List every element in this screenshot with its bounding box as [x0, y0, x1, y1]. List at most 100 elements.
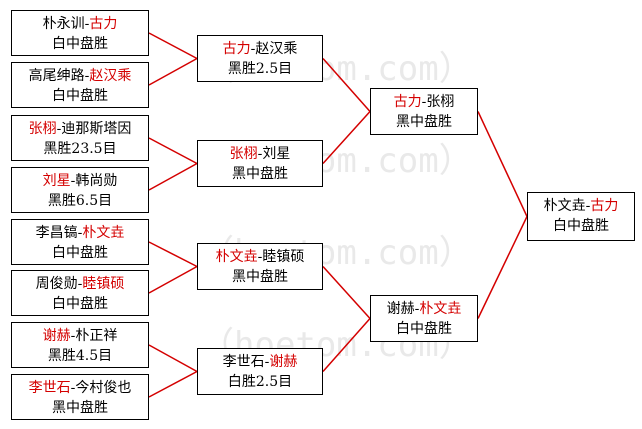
- player-name: 高尾绅路: [28, 68, 85, 84]
- match-box-r1m6: 周俊勋-睦镇硕白中盘胜: [11, 270, 149, 316]
- match-players: 李世石-谢赫: [198, 352, 322, 372]
- versus-separator: -: [84, 68, 90, 84]
- versus-separator: -: [414, 301, 420, 317]
- match-result: 黑中盘胜: [232, 269, 288, 285]
- match-players: 古力-赵汉乘: [198, 39, 322, 59]
- player-name: 朴正祥: [75, 328, 118, 344]
- versus-separator: -: [264, 354, 270, 370]
- player-name: 周俊勋: [35, 276, 78, 292]
- winner-name: 朴文垚: [419, 301, 462, 317]
- versus-separator: -: [585, 198, 591, 214]
- match-players: 朴文垚-睦镇硕: [198, 247, 322, 267]
- winner-name: 古力: [393, 94, 422, 110]
- winner-name: 张栩: [28, 121, 57, 137]
- player-name: 谢赫: [386, 301, 415, 317]
- match-box-r1m5: 李昌镐-朴文垚白中盘胜: [11, 219, 149, 265]
- match-box-r1m4: 刘星-韩尚勋黑胜6.5目: [11, 167, 149, 213]
- winner-name: 张栩: [229, 146, 258, 162]
- match-box-r1m8: 李世石-今村俊也黑中盘胜: [11, 374, 149, 420]
- versus-separator: -: [250, 41, 256, 57]
- match-players: 朴文垚-古力: [528, 196, 634, 216]
- match-players: 周俊勋-睦镇硕: [12, 274, 148, 294]
- bracket-connector-line: [148, 162, 198, 191]
- match-players: 谢赫-朴正祥: [12, 326, 148, 346]
- bracket-connector-line: [148, 370, 198, 398]
- winner-name: 古力: [89, 16, 118, 32]
- versus-separator: -: [56, 121, 62, 137]
- player-name: 今村俊也: [75, 380, 132, 396]
- versus-separator: -: [77, 276, 83, 292]
- winner-name: 睦镇硕: [82, 276, 125, 292]
- match-result: 黑胜23.5目: [43, 141, 117, 157]
- match-players: 谢赫-朴文垚: [371, 299, 477, 319]
- bracket-connector-line: [148, 137, 198, 165]
- bracket-connector-line: [148, 241, 198, 268]
- versus-separator: -: [70, 380, 76, 396]
- versus-separator: -: [257, 249, 263, 265]
- match-box-r1m3: 张栩-迪那斯塔因黑胜23.5目: [11, 115, 149, 161]
- bracket-connector-line: [322, 110, 371, 165]
- match-result: 白中盘胜: [553, 218, 609, 234]
- player-name: 赵汉乘: [255, 41, 298, 57]
- match-result: 黑胜4.5目: [47, 348, 113, 364]
- match-players: 李世石-今村俊也: [12, 378, 148, 398]
- match-box-r2m3: 朴文垚-睦镇硕黑中盘胜: [197, 243, 323, 290]
- versus-separator: -: [70, 173, 76, 189]
- match-box-r2m4: 李世石-谢赫白胜2.5目: [197, 348, 323, 395]
- winner-name: 古力: [222, 41, 251, 57]
- match-result: 白中盘胜: [396, 321, 452, 337]
- match-box-r2m2: 张栩-刘星黑中盘胜: [197, 140, 323, 187]
- winner-name: 谢赫: [269, 354, 298, 370]
- match-result: 黑中盘胜: [232, 166, 288, 182]
- match-box-r2m1: 古力-赵汉乘黑胜2.5目: [197, 35, 323, 82]
- player-name: 韩尚勋: [75, 173, 118, 189]
- winner-name: 朴文垚: [215, 249, 258, 265]
- bracket-connector-line: [148, 57, 198, 86]
- winner-name: 李世石: [28, 380, 71, 396]
- match-result: 白中盘胜: [52, 36, 108, 52]
- winner-name: 古力: [590, 198, 619, 214]
- match-box-r1m7: 谢赫-朴正祥黑胜4.5目: [11, 322, 149, 368]
- versus-separator: -: [84, 16, 90, 32]
- match-result: 白中盘胜: [52, 245, 108, 261]
- match-players: 古力-张栩: [371, 92, 477, 112]
- match-players: 朴永训-古力: [12, 14, 148, 34]
- player-name: 李昌镐: [35, 225, 78, 241]
- match-players: 张栩-刘星: [198, 144, 322, 164]
- player-name: 迪那斯塔因: [61, 121, 132, 137]
- winner-name: 谢赫: [42, 328, 71, 344]
- match-players: 高尾绅路-赵汉乘: [12, 66, 148, 86]
- bracket-connector-line: [322, 265, 371, 320]
- match-result: 白中盘胜: [52, 296, 108, 312]
- match-result: 白中盘胜: [52, 88, 108, 104]
- bracket-connector-line: [477, 111, 528, 217]
- bracket-connector-line: [148, 32, 198, 60]
- versus-separator: -: [77, 225, 83, 241]
- match-players: 刘星-韩尚勋: [12, 171, 148, 191]
- bracket-connector-line: [148, 344, 198, 373]
- winner-name: 朴文垚: [82, 225, 125, 241]
- player-name: 张栩: [426, 94, 455, 110]
- bracket-connector-line: [148, 265, 198, 294]
- player-name: 朴永训: [42, 16, 85, 32]
- match-box-r3m1: 古力-张栩黑中盘胜: [370, 88, 478, 135]
- player-name: 刘星: [262, 146, 291, 162]
- bracket-connector-line: [322, 318, 371, 372]
- bracket-connector-line: [477, 216, 528, 319]
- versus-separator: -: [70, 328, 76, 344]
- player-name: 睦镇硕: [262, 249, 305, 265]
- player-name: 李世石: [222, 354, 265, 370]
- match-box-r1m2: 高尾绅路-赵汉乘白中盘胜: [11, 62, 149, 108]
- match-box-r1m1: 朴永训-古力白中盘胜: [11, 10, 149, 56]
- match-result: 黑中盘胜: [52, 400, 108, 416]
- match-box-r3m2: 谢赫-朴文垚白中盘胜: [370, 295, 478, 342]
- winner-name: 赵汉乘: [89, 68, 132, 84]
- match-box-final: 朴文垚-古力白中盘胜: [527, 192, 635, 241]
- winner-name: 刘星: [42, 173, 71, 189]
- player-name: 朴文垚: [543, 198, 586, 214]
- match-result: 黑中盘胜: [396, 114, 452, 130]
- versus-separator: -: [257, 146, 263, 162]
- match-result: 白胜2.5目: [227, 374, 293, 390]
- match-result: 黑胜2.5目: [227, 61, 293, 77]
